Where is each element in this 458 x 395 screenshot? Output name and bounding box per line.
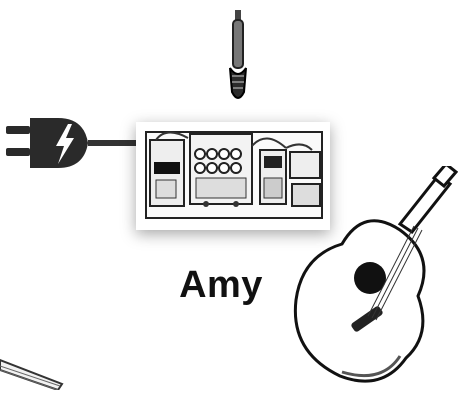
power-plug-icon[interactable] [6, 110, 146, 176]
microphone-icon[interactable] [218, 6, 258, 106]
name-label: Amy [166, 264, 276, 307]
partial-instrument-image [0, 336, 70, 390]
acoustic-guitar-image[interactable] [282, 166, 458, 390]
